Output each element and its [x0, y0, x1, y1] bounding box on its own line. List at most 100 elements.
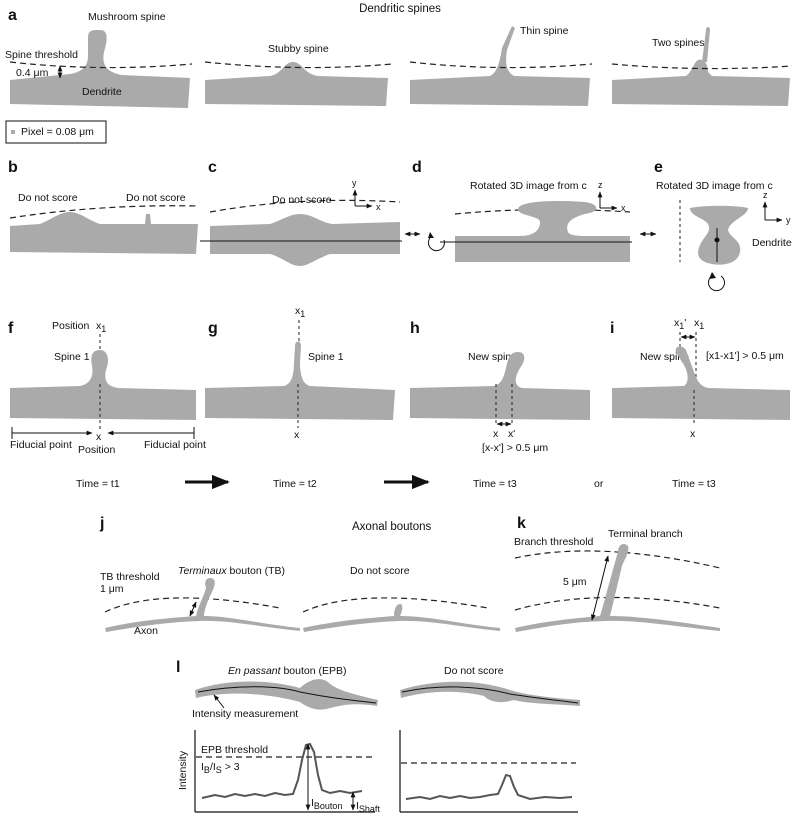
label-x-i: x [690, 428, 696, 440]
label-intensity-measurement: Intensity measurement [192, 708, 298, 720]
label-spine1-g: Spine 1 [308, 351, 344, 363]
intensity-plot-dns [399, 730, 578, 813]
label-time-t1: Time = t1 [76, 478, 120, 490]
axon-j1 [104, 578, 300, 632]
label-time-t2: Time = t2 [273, 478, 317, 490]
label-rotated-d: Rotated 3D image from c [470, 180, 587, 192]
arrow-intensity-measurement [213, 694, 225, 709]
axon-l1 [195, 679, 378, 710]
dendrite-two-spines [611, 27, 793, 106]
label-x-f: x [96, 431, 102, 443]
label-dendrite-e: Dendrite [752, 237, 792, 249]
label-x-g: x [294, 429, 300, 441]
label-x1p-i: x1' [674, 317, 686, 331]
axis-label-x-c: x [376, 202, 381, 212]
label-new-spine-i1: New spine [640, 351, 689, 363]
title-axonal-boutons: Axonal boutons [352, 521, 432, 533]
axis-label-x-d: x [621, 203, 626, 213]
axon-k [514, 544, 721, 632]
dendrite-h [410, 352, 590, 420]
label-pixel-size: Pixel = 0.08 μm [21, 126, 94, 138]
label-i-bouton: IBouton [311, 797, 342, 811]
label-terminaux-bouton: Terminaux bouton (TB) [178, 565, 285, 577]
label-axon: Axon [134, 625, 158, 637]
label-fiducial-right: Fiducial point [144, 439, 206, 451]
label-branch-threshold: Branch threshold [514, 536, 594, 548]
axis-label-z-d: z [598, 180, 603, 190]
axis-label-z-e: z [763, 190, 768, 200]
panel-label-i: i [610, 320, 614, 337]
axon-j2 [302, 597, 500, 632]
label-tb-threshold: TB threshold [100, 571, 160, 583]
label-or: or [594, 478, 604, 490]
dendrite-e-cross-section [690, 205, 748, 265]
panel-label-b: b [8, 159, 18, 176]
panel-label-l: l [176, 659, 180, 676]
label-spine-threshold: Spine threshold [5, 49, 78, 61]
dendrite-c [200, 199, 402, 266]
dendrite-stubby-spine [204, 61, 393, 106]
panel-label-h: h [410, 320, 420, 337]
label-epb-threshold: EPB threshold [201, 744, 268, 756]
label-spine1-f: Spine 1 [54, 351, 90, 363]
label-04um: 0.4 μm [16, 67, 49, 79]
label-fiducial-left: Fiducial point [10, 439, 72, 451]
panel-label-k: k [517, 515, 526, 532]
label-criterion-h: [x-x'] > 0.5 μm [482, 442, 548, 454]
intensity-plot-epb [194, 730, 375, 813]
axes-zx-d [597, 191, 618, 211]
panel-label-f: f [8, 320, 14, 337]
axis-label-intensity: Intensity [177, 750, 189, 790]
dendrite-f [10, 350, 196, 420]
pixel-legend-box [5, 120, 107, 144]
axes-xy-c [352, 189, 373, 209]
label-thin-spine: Thin spine [520, 25, 569, 37]
label-terminal-branch: Terminal branch [608, 528, 683, 540]
label-stubby-spine: Stubby spine [268, 43, 329, 55]
label-position-f: Position [78, 444, 116, 456]
rotate-icon-d [428, 232, 445, 252]
pixel-swatch [11, 130, 15, 134]
panel-label-e: e [654, 159, 663, 176]
label-x-h: x [493, 428, 499, 440]
panel-label-c: c [208, 159, 217, 176]
label-time-t3-i: Time = t3 [672, 478, 716, 490]
dendrite-g [205, 341, 395, 420]
dendrite-i [612, 346, 790, 420]
label-do-not-score-b2: Do not score [126, 192, 186, 204]
label-rotated-e: Rotated 3D image from c [656, 180, 773, 192]
label-x1-i: x1 [694, 317, 704, 331]
label-do-not-score-b1: Do not score [18, 192, 78, 204]
panel-label-g: g [208, 320, 218, 337]
label-do-not-score-j: Do not score [350, 565, 410, 577]
label-xp-h: x' [508, 428, 515, 440]
dendrite-b [9, 205, 199, 254]
arrow-1um [189, 601, 197, 617]
label-ib-is-ratio: IB/IS > 3 [201, 761, 240, 775]
label-tb-distance: 1 μm [100, 583, 124, 595]
axon-l2 [400, 681, 580, 706]
label-time-t3-h: Time = t3 [473, 478, 517, 490]
title-dendritic-spines: Dendritic spines [359, 3, 441, 15]
label-do-not-score-l: Do not score [444, 665, 504, 677]
label-en-passant-bouton: En passant bouton (EPB) [228, 665, 347, 677]
panel-label-d: d [412, 159, 422, 176]
rotate-icon-e [708, 272, 725, 292]
label-do-not-score-c: Do not score [272, 194, 332, 206]
label-mushroom-spine: Mushroom spine [88, 11, 166, 23]
axis-label-y-c: y [352, 178, 357, 188]
label-x1-f: x1 [96, 320, 106, 334]
arrow-5um [590, 555, 610, 621]
label-x1-g: x1 [295, 305, 305, 319]
axis-label-y-e: y [786, 215, 791, 225]
label-dendrite: Dendrite [82, 86, 122, 98]
panel-label-a: a [8, 7, 17, 24]
dendrite-d-rotated [440, 200, 632, 262]
label-5um: 5 μm [563, 576, 587, 588]
dendrite-mushroom-spine [9, 30, 193, 108]
label-i-shaft: IShaft [356, 800, 380, 814]
dendrite-thin-spine [409, 26, 593, 106]
label-position-top: Position [52, 320, 90, 332]
label-two-spines: Two spines [652, 37, 705, 49]
